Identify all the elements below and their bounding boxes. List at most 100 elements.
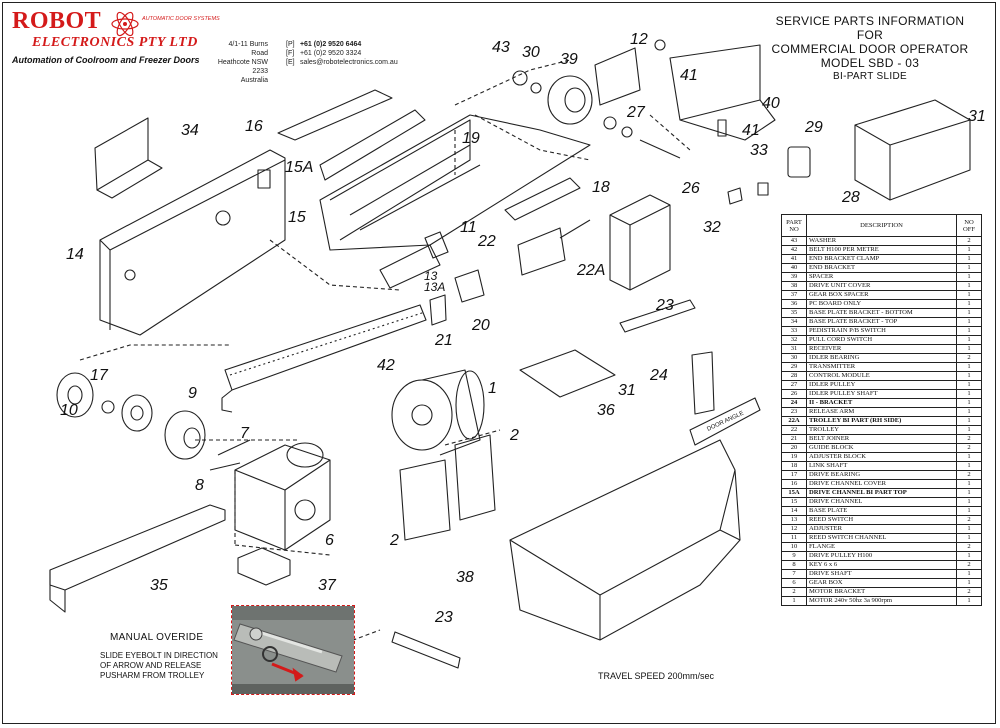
callout: 42 — [377, 357, 395, 374]
description-cell: END BRACKET — [806, 263, 957, 273]
description-cell: TRANSMITTER — [806, 362, 957, 372]
callout: 28 — [841, 189, 860, 206]
part-no-cell: 27 — [781, 380, 807, 390]
contact-value: +61 (0)2 9520 3324 — [299, 50, 362, 57]
qty-cell: 1 — [956, 506, 982, 516]
qty-cell: 1 — [956, 335, 982, 345]
description-cell: GEAR BOX — [806, 578, 957, 588]
contact-fax: [F] +61 (0)2 9520 3324 — [286, 49, 398, 58]
description-cell: IDLER BEARING — [806, 353, 957, 363]
part-no-cell: 22 — [781, 425, 807, 435]
qty-cell: 1 — [956, 317, 982, 327]
pull-cord-part — [727, 187, 743, 205]
part-no-cell: 38 — [781, 281, 807, 291]
trolley-bipart-part — [609, 194, 671, 291]
part-no-cell: 40 — [781, 263, 807, 273]
pc-board-part — [519, 349, 616, 398]
callout: 38 — [456, 569, 474, 586]
callout: 18 — [592, 179, 610, 196]
address-line: Australia — [240, 77, 268, 84]
base-plate-part — [99, 149, 286, 336]
qty-cell: 1 — [956, 551, 982, 561]
callout: 30 — [522, 44, 540, 61]
door-angle-part — [689, 397, 761, 446]
part-no-cell: 11 — [781, 533, 807, 543]
release-arm-part — [619, 299, 696, 333]
callout: 12 — [630, 31, 648, 48]
part-no-cell: 36 — [781, 299, 807, 309]
callout: 21 — [434, 332, 453, 349]
description-cell: TROLLEY — [806, 425, 957, 435]
belt-joiner-part — [429, 294, 447, 326]
pb-switch-part — [757, 182, 769, 196]
qty-cell: 1 — [956, 245, 982, 255]
callout: 34 — [181, 122, 199, 139]
callout: 35 — [150, 577, 168, 594]
belt-part — [221, 304, 427, 413]
title-line: BI-PART SLIDE — [833, 71, 907, 82]
description-cell: WASHER — [806, 236, 957, 246]
part-no-cell: 33 — [781, 326, 807, 336]
gear-box-spacer-part — [237, 547, 291, 586]
callout: 43 — [492, 39, 510, 56]
qty-cell: 1 — [956, 479, 982, 489]
callout: 23 — [655, 297, 674, 314]
description-cell: DRIVE PULLEY H100 — [806, 551, 957, 561]
part-no-cell: 9 — [781, 551, 807, 561]
col-description: DESCRIPTION — [806, 214, 957, 237]
callout: 22 — [477, 233, 496, 250]
description-cell: TROLLEY BI PART (RH SIDE) — [806, 416, 957, 426]
qty-cell: 1 — [956, 398, 982, 408]
ii-bracket-part — [691, 351, 715, 415]
callout: 26 — [681, 180, 700, 197]
guide-block-part — [454, 269, 485, 303]
description-cell: ADJUSTER — [806, 524, 957, 534]
qty-cell: 2 — [956, 434, 982, 444]
manual-override-photo — [231, 605, 355, 695]
trolley-part — [517, 227, 566, 276]
part-no-cell: 1 — [781, 596, 807, 606]
part-no-cell: 39 — [781, 272, 807, 282]
link-shaft-part — [559, 219, 591, 239]
qty-cell: 1 — [956, 299, 982, 309]
description-cell: BELT JOINER — [806, 434, 957, 444]
description-cell: BASE PLATE — [806, 506, 957, 516]
gear-box-part — [209, 439, 331, 551]
qty-cell: 1 — [956, 362, 982, 372]
callout: 1 — [488, 380, 497, 397]
qty-cell: 1 — [956, 344, 982, 354]
callout-labels: 43 30 39 12 41 40 19 16 15A 15 14 34 27 … — [60, 31, 986, 626]
qty-cell: 1 — [956, 254, 982, 264]
part-no-cell: 23 — [781, 407, 807, 417]
contact-value: +61 (0)2 9520 6464 — [299, 41, 362, 48]
part-no-cell: 29 — [781, 362, 807, 372]
part-no-cell: 14 — [781, 506, 807, 516]
reed-switch-channel-part — [504, 177, 581, 221]
contact-key: [E] — [286, 59, 295, 66]
part-no-cell: 28 — [781, 371, 807, 381]
instruction-line: OF ARROW AND RELEASE — [100, 661, 202, 670]
motor-bracket-part — [399, 459, 451, 541]
qty-cell: 1 — [956, 488, 982, 498]
contact-value[interactable]: sales@robotelectronics.com.au — [299, 59, 398, 66]
